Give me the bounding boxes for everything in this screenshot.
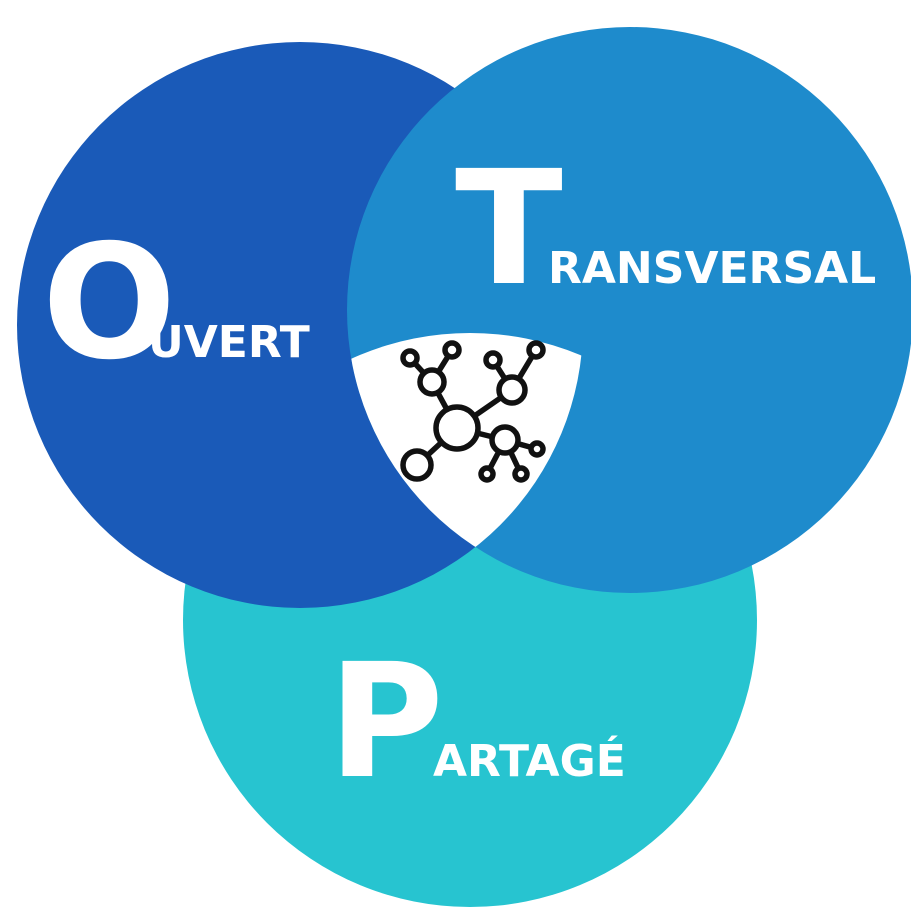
network-node (442, 340, 462, 360)
network-node (496, 374, 528, 406)
network-node (400, 448, 434, 482)
partage-label: ARTAGÉ (433, 734, 626, 787)
network-node (478, 465, 496, 483)
partage-initial: P (328, 630, 444, 814)
transversal-label: RANSVERSAL (548, 243, 876, 294)
ouvert-label: UVERT (148, 317, 310, 368)
network-node (526, 340, 546, 360)
network-node (433, 404, 481, 452)
network-node (528, 440, 546, 458)
network-node (400, 348, 420, 368)
ouvert-initial: O (42, 211, 176, 395)
network-icon (400, 340, 546, 483)
network-node (512, 465, 530, 483)
network-node (489, 424, 521, 456)
network-node (417, 367, 447, 397)
transversal-initial: T (455, 137, 563, 321)
network-node (483, 350, 503, 370)
